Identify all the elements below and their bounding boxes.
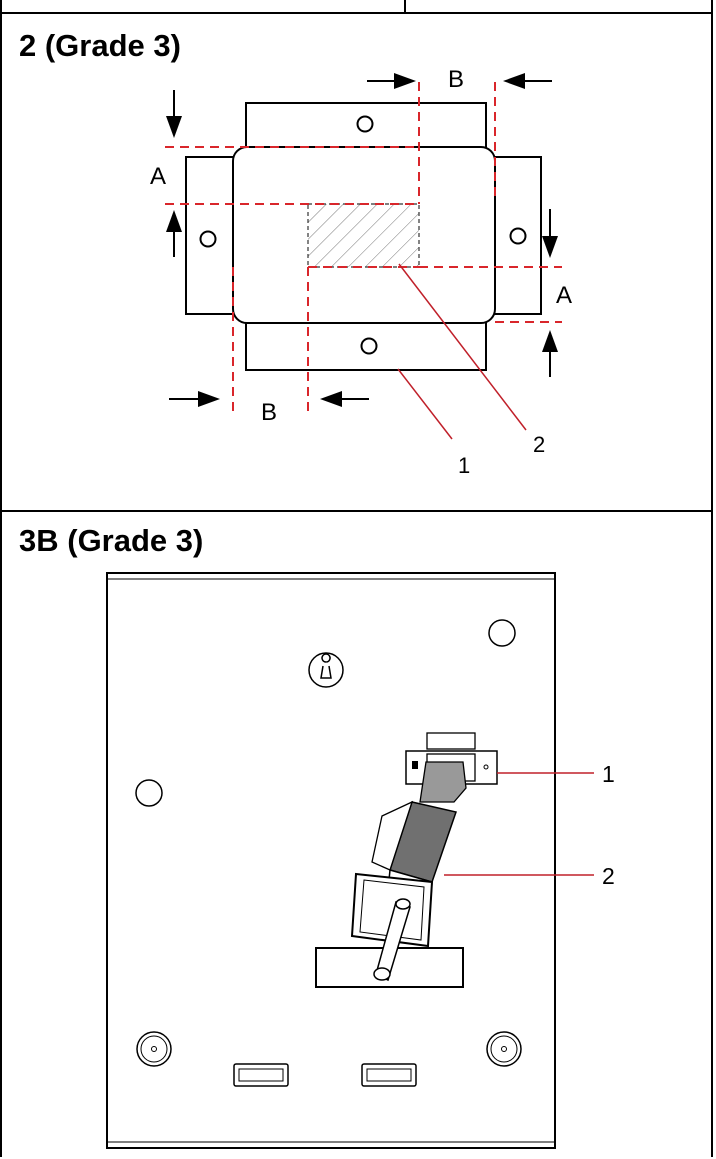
callout-label-1: 1 [602,761,615,787]
fixing-hole-icon [135,779,163,807]
screw-boss-icon [136,1031,172,1067]
cable-slot [361,1063,417,1087]
right-hole-icon [509,227,527,245]
dimension-arrows [166,73,558,407]
panel-title: 2 (Grade 3) [19,28,181,63]
bottom-hole-icon [360,337,378,355]
panel-grade-2: 2 (Grade 3) [0,12,713,512]
fixing-hole-icon [488,619,516,647]
battery-icon [350,761,467,982]
top-table-stub [0,0,713,14]
panel-title: 3B (Grade 3) [19,523,204,558]
callout-label-2: 2 [602,863,615,889]
cable-slot [233,1063,289,1087]
dimension-label-b-bottom: B [261,399,277,426]
keyhole-icon [308,652,344,688]
dimension-guides [165,82,562,412]
leader-lines [397,263,527,440]
dimension-label-a-left: A [150,163,166,190]
left-mounting-tab [185,156,239,315]
panel-grade-3b: 3B (Grade 3) [0,510,713,1157]
screw-boss-icon [486,1031,522,1067]
dimension-label-b-top: B [448,66,464,93]
callout-label-2: 2 [533,432,545,457]
left-hole-icon [199,230,217,248]
dimension-label-a-right: A [556,282,572,309]
column-divider [404,0,406,14]
mounting-diagram: A A B B 1 2 [150,66,572,478]
top-hole-icon [356,115,374,133]
hatched-knockout-area [307,203,420,268]
callout-label-1: 1 [458,453,470,478]
backplate-diagram: 1 2 [106,572,615,1149]
